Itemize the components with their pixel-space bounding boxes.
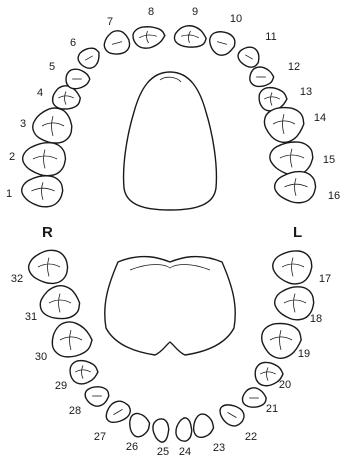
tooth-30-crown[interactable] — [52, 322, 92, 357]
tooth-number-1: 1 — [6, 188, 12, 200]
tooth-31[interactable] — [40, 286, 79, 319]
tooth-number-16: 16 — [328, 190, 340, 202]
tooth-number-11: 11 — [265, 31, 276, 43]
tooth-number-21: 21 — [266, 403, 278, 415]
tooth-25-crown[interactable] — [152, 418, 170, 442]
side-label-left: L — [293, 224, 302, 241]
tooth-number-29: 29 — [55, 380, 67, 392]
tooth-12[interactable] — [250, 67, 274, 86]
tooth-22[interactable] — [216, 400, 248, 430]
tooth-10-crown[interactable] — [206, 29, 237, 58]
tooth-number-18: 18 — [310, 313, 322, 325]
tooth-number-30: 30 — [35, 351, 47, 363]
tooth-9-crown[interactable] — [174, 24, 207, 48]
tooth-11[interactable] — [235, 43, 263, 71]
tooth-21-crown[interactable] — [242, 388, 266, 407]
tooth-number-25: 25 — [157, 446, 169, 455]
upper-palate — [124, 72, 217, 210]
tooth-number-9: 9 — [192, 6, 198, 18]
tooth-19[interactable] — [262, 323, 301, 358]
tooth-number-31: 31 — [25, 311, 37, 323]
tooth-18[interactable] — [275, 287, 314, 320]
tooth-number-8: 8 — [148, 6, 154, 18]
tooth-17[interactable] — [273, 251, 312, 284]
tooth-16[interactable] — [275, 172, 316, 203]
tooth-3[interactable] — [33, 108, 72, 143]
tooth-29[interactable] — [70, 361, 98, 384]
tooth-number-23: 23 — [213, 442, 225, 454]
tooth-14[interactable] — [264, 108, 303, 143]
tooth-16-crown[interactable] — [275, 172, 316, 203]
tooth-23-crown[interactable] — [192, 413, 216, 439]
tooth-32-crown[interactable] — [29, 250, 68, 283]
tooth-number-5: 5 — [49, 61, 55, 73]
tooth-number-2: 2 — [9, 151, 15, 163]
lower-tongue-space — [105, 257, 236, 355]
tooth-number-10: 10 — [230, 13, 242, 25]
tooth-17-crown[interactable] — [273, 251, 312, 284]
tooth-number-19: 19 — [298, 348, 310, 360]
tooth-31-crown[interactable] — [40, 286, 79, 319]
tooth-2[interactable] — [23, 143, 66, 176]
tooth-number-7: 7 — [107, 16, 113, 28]
tooth-number-12: 12 — [288, 61, 300, 73]
tooth-number-22: 22 — [245, 431, 257, 443]
tooth-30[interactable] — [52, 322, 92, 357]
tooth-26[interactable] — [128, 412, 152, 438]
tooth-1-crown[interactable] — [22, 176, 63, 207]
tooth-10[interactable] — [206, 29, 237, 58]
tooth-2-crown[interactable] — [23, 143, 66, 176]
tooth-number-26: 26 — [126, 441, 138, 453]
tooth-7[interactable] — [101, 28, 132, 57]
tooth-18-crown[interactable] — [275, 287, 314, 320]
tooth-number-20: 20 — [279, 379, 291, 391]
tooth-5[interactable] — [66, 69, 90, 88]
tooth-number-13: 13 — [300, 86, 312, 98]
tooth-23[interactable] — [192, 413, 216, 439]
tooth-6-crown[interactable] — [75, 44, 104, 72]
tooth-1[interactable] — [22, 176, 63, 207]
tooth-21[interactable] — [242, 388, 266, 407]
tooth-25[interactable] — [152, 418, 170, 442]
tooth-number-4: 4 — [37, 87, 43, 99]
tooth-11-crown[interactable] — [235, 43, 263, 71]
tooth-15[interactable] — [270, 142, 313, 175]
tooth-26-crown[interactable] — [128, 412, 152, 438]
tooth-number-24: 24 — [179, 446, 191, 455]
tooth-19-crown[interactable] — [262, 323, 301, 358]
side-label-right: R — [42, 224, 53, 241]
tooth-number-3: 3 — [20, 118, 26, 130]
tooth-28-crown[interactable] — [85, 387, 109, 406]
tooth-3-crown[interactable] — [33, 108, 72, 143]
tooth-6[interactable] — [75, 44, 104, 72]
tooth-14-crown[interactable] — [264, 108, 303, 143]
tooth-8-crown[interactable] — [132, 25, 166, 49]
tooth-24[interactable] — [175, 417, 193, 442]
tooth-24-crown[interactable] — [175, 417, 193, 442]
tooth-number-28: 28 — [69, 405, 81, 417]
tooth-32[interactable] — [29, 250, 68, 283]
tooth-8[interactable] — [132, 25, 166, 49]
tooth-28[interactable] — [85, 387, 109, 406]
tooth-15-crown[interactable] — [270, 142, 313, 175]
tooth-number-32: 32 — [11, 273, 23, 285]
tooth-29-crown[interactable] — [70, 361, 98, 384]
tooth-number-27: 27 — [94, 431, 106, 443]
tooth-number-15: 15 — [323, 154, 335, 166]
tooth-number-14: 14 — [314, 112, 326, 124]
tooth-number-17: 17 — [319, 273, 331, 285]
tooth-number-6: 6 — [70, 37, 76, 49]
tooth-9[interactable] — [174, 24, 207, 48]
